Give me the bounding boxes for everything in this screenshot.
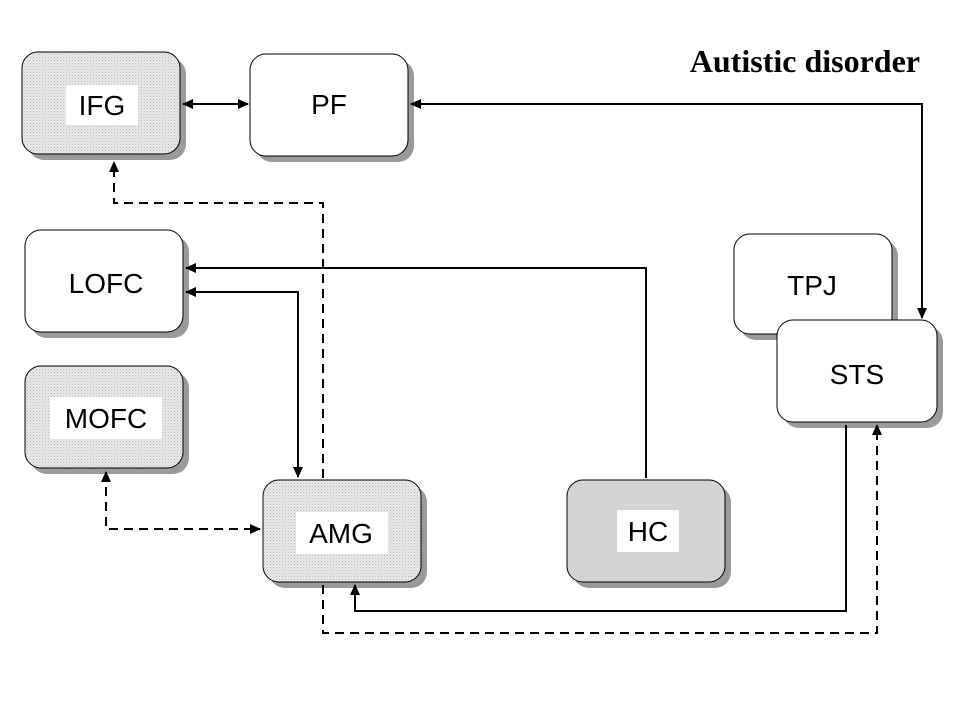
node-lofc-box [24,229,184,333]
node-sts: STS [776,319,943,428]
node-amg-label: AMG [309,518,373,549]
node-pf-label: PF [311,89,347,120]
node-hc-label: HC [628,516,668,547]
edge-lofc-amg [185,287,303,478]
node-sts-box [776,319,938,423]
node-lofc-label: LOFC [69,268,144,299]
node-mofc: MOFC [24,365,189,474]
diagram-title: Autistic disorder [690,43,920,79]
node-pf: PF [249,53,414,162]
node-mofc-label: MOFC [65,403,147,434]
node-mofc-label-bg [50,397,162,439]
edge-amg-ifg-dashed [109,161,324,478]
node-tpj-label: TPJ [787,270,837,301]
node-ifg: IFG [21,51,186,160]
node-sts-label: STS [830,359,884,390]
edge-hc-lofc [185,263,647,478]
node-hc: HC [566,479,731,588]
edge-amg-sts-dashed [322,424,882,634]
edge-mofc-amg-dashed [101,471,261,534]
node-amg-label-bg [296,512,388,554]
edge-pf-sts [410,99,927,319]
node-amg: AMG [262,479,427,588]
node-pf-box [249,53,409,157]
node-ifg-label-bg [66,85,138,125]
node-lofc: LOFC [24,229,189,338]
node-ifg-label: IFG [79,90,126,121]
edge-sts-amg [350,425,847,612]
node-hc-label-bg [617,510,679,552]
